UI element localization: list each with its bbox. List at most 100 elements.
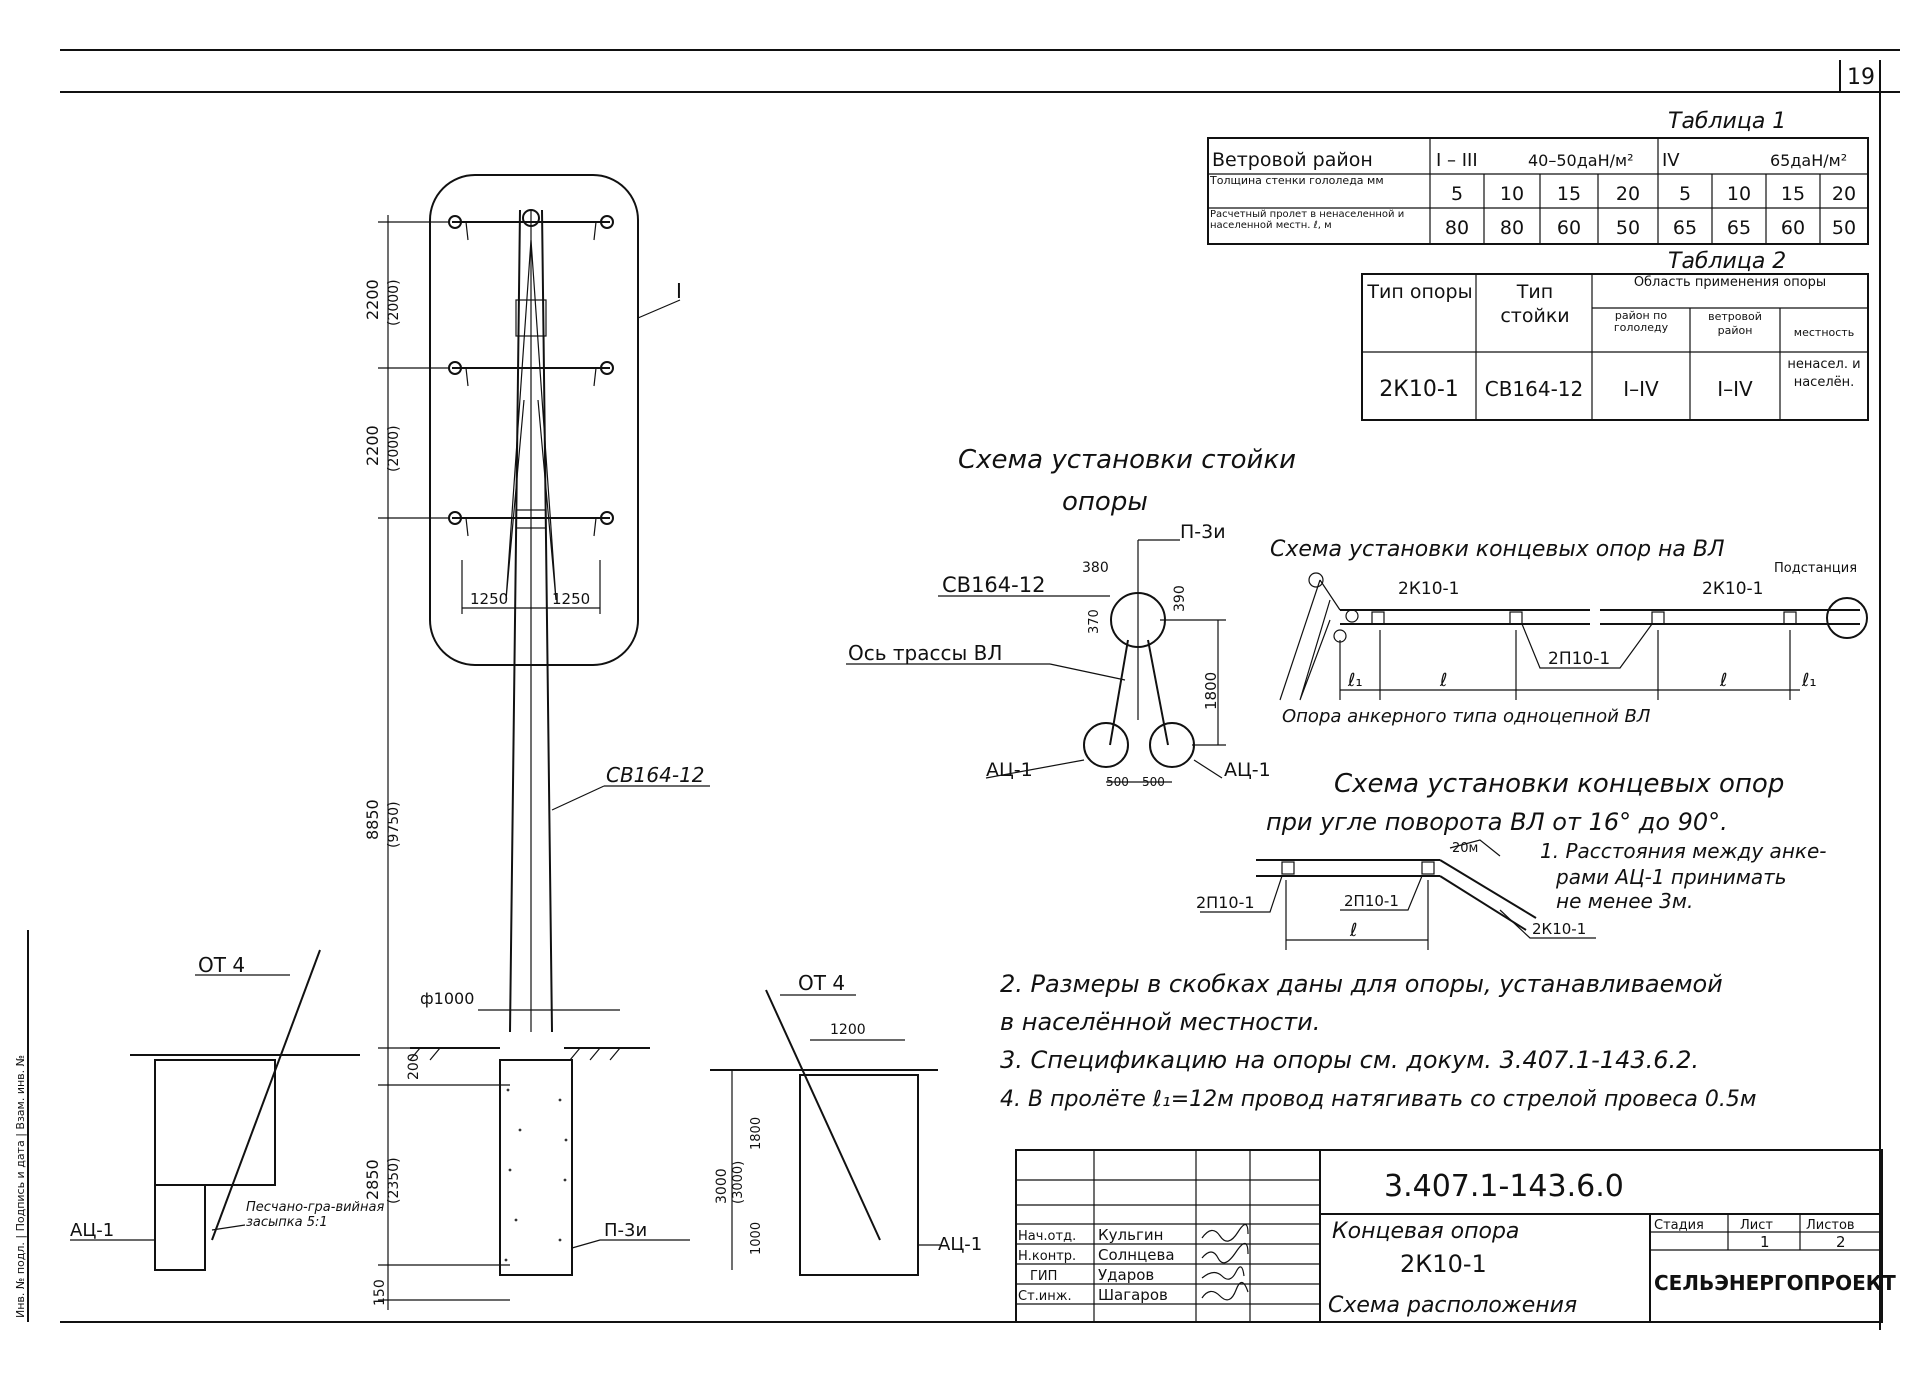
tb-person: Шагаров — [1098, 1286, 1168, 1304]
scheme-end-lbl1: 2К10-1 — [1398, 579, 1459, 599]
scheme-end-l1a: ℓ₁ — [1347, 670, 1363, 691]
dim-1250-left: 1250 — [470, 590, 508, 608]
scheme-turn-title-2: при угле поворота ВЛ от 16° до 90°. — [1266, 808, 1728, 836]
table-1-title: Таблица 1 — [1668, 109, 1786, 134]
scheme-turn-title-1: Схема установки концевых опор — [1334, 769, 1784, 799]
anchor-circle-right — [1149, 722, 1195, 768]
table-2: Таблица 2 Тип опоры Тип стойки Область п… — [1361, 249, 1869, 421]
sand-fill-label: Песчано-гра-вийная засыпка 5:1 — [246, 1200, 385, 1230]
t1-span-value: 80 — [1500, 217, 1524, 239]
t1-ice-values: 5 10 15 20 5 10 15 20 — [1451, 183, 1856, 205]
scheme-turn-lbl-a: 2П10-1 — [1196, 893, 1255, 912]
main-pole-drawing: I — [70, 174, 982, 1310]
scheme-post-post-label: СВ164-12 — [942, 573, 1045, 597]
t1-span-value: 80 — [1445, 217, 1469, 239]
dim-200: 200 — [406, 1053, 422, 1080]
tb-org: СЕЛЬЭНЕРГОПРОЕКТ — [1654, 1271, 1896, 1295]
t2-row-post: СВ164-12 — [1485, 377, 1584, 401]
t1-span-value: 65 — [1673, 217, 1697, 239]
scheme-post-title-1: Схема установки стойки — [958, 445, 1296, 475]
foundation-fill — [504, 1088, 568, 1262]
scheme-post-axis: Ось трассы ВЛ — [848, 641, 1002, 665]
tb-stage-header: Стадия — [1654, 1218, 1704, 1233]
t1-ice-value: 20 — [1616, 183, 1640, 205]
anchor-circle-left — [1083, 722, 1129, 768]
t2-row-wind: I–IV — [1717, 377, 1753, 401]
ac1-left: АЦ-1 — [70, 1220, 114, 1241]
table-2-title: Таблица 2 — [1668, 249, 1786, 274]
t1-wind-header: Ветровой район — [1212, 149, 1373, 171]
note-line: 2. Размеры в скобках даны для опоры, уст… — [1000, 970, 1723, 998]
note-line: 1. Расстояния между анке- — [1540, 839, 1827, 863]
p3u-label: П-3и — [604, 1220, 647, 1241]
t2-col-area: Область применения опоры — [1633, 275, 1827, 290]
scheme-post-installation: Схема установки стойки опоры П-3и СВ164-… — [846, 445, 1296, 789]
dim-2000-b: (2000) — [386, 425, 402, 472]
table-1: Таблица 1 Ветровой район I – III 40–50да… — [1207, 109, 1869, 245]
scheme-post-ac1-left: АЦ-1 — [986, 759, 1033, 781]
scheme-post-d500b: 500 — [1142, 775, 1165, 789]
scheme-turn-l: ℓ — [1349, 920, 1357, 941]
pole-braces — [505, 239, 557, 601]
t2-col-ice: район по гололеду — [1613, 310, 1669, 334]
scheme-turn-d20: 20м — [1452, 841, 1478, 856]
scheme-post-d500a: 500 — [1106, 775, 1129, 789]
t2-row-ice: I–IV — [1623, 377, 1659, 401]
note-line: не менее 3м. — [1556, 889, 1693, 913]
margin-text: Инв. № подл. | Подпись и дата | Взам. ин… — [14, 1055, 27, 1318]
t1-wind-press2: 65даН/м² — [1770, 151, 1847, 170]
tb-person: Ударов — [1098, 1266, 1154, 1284]
note-line: рами АЦ-1 принимать — [1555, 865, 1787, 889]
dim-phi1000: ф1000 — [420, 989, 474, 1008]
notes: 1. Расстояния между анке- рами АЦ-1 прин… — [1000, 839, 1827, 1112]
tb-role: Нач.отд. — [1018, 1229, 1076, 1244]
dim-1000: 1000 — [749, 1222, 764, 1255]
tb-role: Ст.инж. — [1018, 1289, 1072, 1304]
scheme-turn-lbl-b: 2П10-1 — [1344, 892, 1399, 910]
t1-ice-value: 15 — [1557, 183, 1581, 205]
t1-span-value: 65 — [1727, 217, 1751, 239]
foundation-pit — [499, 1059, 573, 1276]
scheme-end-caption: Опора анкерного типа одноцепной ВЛ — [1282, 706, 1651, 727]
t1-ice-label: Толщина стенки гололеда мм — [1210, 175, 1384, 187]
tb-sheet-value: 1 — [1760, 1233, 1770, 1251]
dim-3000b: (3000) — [731, 1161, 746, 1204]
t1-ice-value: 15 — [1781, 183, 1805, 205]
dim-9750: (9750) — [386, 801, 402, 848]
tb-role: Н.контр. — [1018, 1249, 1076, 1264]
scheme-post-d1800: 1800 — [1202, 672, 1220, 710]
scheme-end-title: Схема установки концевых опор на ВЛ — [1270, 537, 1725, 562]
t2-col-support-type: Тип опоры — [1367, 281, 1473, 303]
t1-ice-value: 10 — [1500, 183, 1524, 205]
t1-span-values: 80 80 60 50 65 65 60 50 — [1445, 217, 1856, 239]
t1-span-value: 50 — [1832, 217, 1856, 239]
detail-callout-frame — [429, 174, 639, 666]
t2-col-wind: ветровой район — [1708, 310, 1762, 337]
ac1-right: АЦ-1 — [938, 1234, 982, 1255]
tb-person: Кульгин — [1098, 1226, 1163, 1244]
t1-ice-value: 20 — [1832, 183, 1856, 205]
tb-doc-code: 3.407.1-143.6.0 — [1384, 1169, 1624, 1204]
tb-name-1: Концевая опора — [1332, 1219, 1519, 1244]
scheme-end-pp: 2П10-1 — [1548, 649, 1610, 669]
dim-1200: 1200 — [830, 1022, 866, 1038]
note-line: 3. Спецификацию на опоры см. докум. 3.40… — [1000, 1046, 1699, 1074]
t1-span-value: 60 — [1557, 217, 1581, 239]
signatures — [1201, 1223, 1249, 1301]
dim-150: 150 — [372, 1279, 388, 1306]
tb-role: ГИП — [1030, 1269, 1057, 1284]
dim-2200-a: 2200 — [363, 279, 382, 320]
scheme-post-p3u: П-3и — [1180, 521, 1226, 543]
scheme-end-l1b: ℓ₁ — [1801, 670, 1817, 691]
vertical-dimensions: 2200 (2000) 2200 (2000) 8850 (9750) 200 … — [363, 215, 510, 1310]
pole-post — [509, 209, 553, 1033]
ot4-left: ОТ 4 — [198, 953, 245, 977]
substation-circle — [1826, 597, 1868, 639]
dim-3000: 3000 — [714, 1168, 730, 1204]
title-block: 3.407.1-143.6.0 Концевая опора 2К10-1 Сх… — [1015, 1149, 1896, 1323]
horizontal-dim-1250: 1250 1250 — [461, 560, 601, 614]
dim-2350: (2350) — [386, 1157, 402, 1204]
scheme-post-d390: 390 — [1172, 585, 1188, 612]
scheme-angle-turn: Схема установки концевых опор при угле п… — [1196, 769, 1784, 950]
